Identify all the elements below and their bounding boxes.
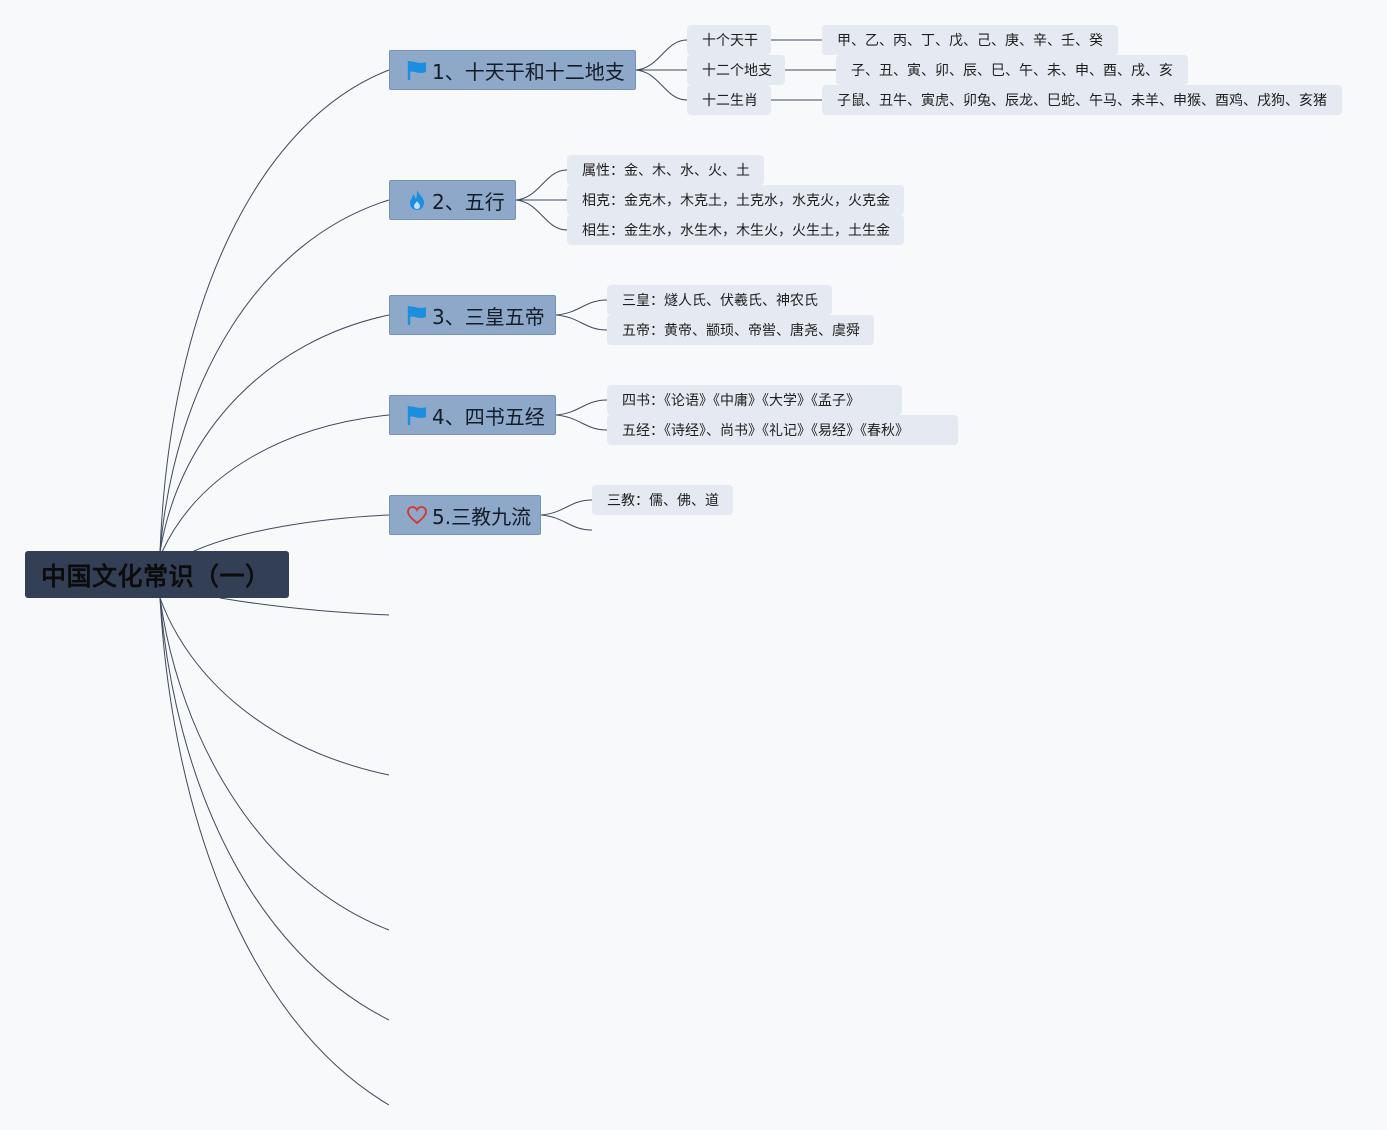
branch-sanhuang[interactable]: 3、三皇五帝 xyxy=(389,295,556,335)
subtopic-shuxing-label: 属性：金、木、水、火、土 xyxy=(582,163,750,179)
heart-icon xyxy=(406,504,428,526)
subtopic-shengxiao[interactable]: 十二生肖 xyxy=(687,85,771,115)
connector-root-empty-4 xyxy=(159,597,390,1021)
flag-icon xyxy=(406,304,428,326)
branch-sanjiao[interactable]: 5.三教九流 xyxy=(389,495,541,535)
subtopic-shengxiao-items-label: 子鼠、丑牛、寅虎、卯兔、辰龙、巳蛇、午马、未羊、申猴、酉鸡、戌狗、亥猪 xyxy=(837,93,1327,109)
subtopic-tiangan[interactable]: 十个天干 xyxy=(687,25,771,55)
subtopic-sanjiao[interactable]: 三教：儒、佛、道 xyxy=(592,485,733,515)
flag-icon xyxy=(406,404,428,426)
branch-wuxing[interactable]: 2、五行 xyxy=(389,180,516,220)
connector-root-empty-3 xyxy=(159,597,390,931)
subtopic-xiangke[interactable]: 相克：金克木，木克土，土克水，水克火，火克金 xyxy=(567,185,904,215)
connector-root-branch-5 xyxy=(191,514,390,553)
subtopic-tiangan-items-label: 甲、乙、丙、丁、戊、己、庚、辛、壬、癸 xyxy=(837,33,1103,49)
connector-root-branch-1 xyxy=(159,69,390,553)
connector-root-branch-2 xyxy=(159,199,390,553)
subtopic-shengxiao-items[interactable]: 子鼠、丑牛、寅虎、卯兔、辰龙、巳蛇、午马、未羊、申猴、酉鸡、戌狗、亥猪 xyxy=(822,85,1342,115)
connector-root-branch-4 xyxy=(161,414,390,553)
subtopic-xiangsheng-label: 相生：金生水，水生木，木生火，火生土，土生金 xyxy=(582,223,890,239)
branch-sishu-label: 4、四书五经 xyxy=(432,404,545,429)
subtopic-sishu-label: 四书：《论语》《中庸》《大学》《孟子》 xyxy=(622,393,860,409)
branch-ganzhi[interactable]: 1、十天干和十二地支 xyxy=(389,50,636,90)
root-topic[interactable]: 中国文化常识（一） xyxy=(25,551,289,598)
subtopic-sanhuang-label: 三皇：燧人氏、伏羲氏、神农氏 xyxy=(622,293,818,309)
connector-b4-leaf-1 xyxy=(555,399,608,416)
branch-sanhuang-label: 3、三皇五帝 xyxy=(432,304,545,329)
subtopic-sanhuang[interactable]: 三皇：燧人氏、伏羲氏、神农氏 xyxy=(607,285,832,315)
branch-ganzhi-label: 1、十天干和十二地支 xyxy=(432,59,625,84)
root-topic-label: 中国文化常识（一） xyxy=(41,561,271,591)
connector-b2-leaf-3 xyxy=(515,199,568,231)
subtopic-dizhi[interactable]: 十二个地支 xyxy=(687,55,785,85)
subtopic-tiangan-label: 十个天干 xyxy=(702,33,758,49)
subtopic-shengxiao-label: 十二生肖 xyxy=(702,93,758,109)
fire-icon xyxy=(406,189,428,211)
connector-b4-leaf-2 xyxy=(555,414,608,431)
connector-b5-leaf-2 xyxy=(540,514,593,531)
subtopic-dizhi-items[interactable]: 子、丑、寅、卯、辰、巳、午、未、申、酉、戌、亥 xyxy=(836,55,1188,85)
subtopic-dizhi-label: 十二个地支 xyxy=(702,63,772,79)
connector-root-empty-2 xyxy=(159,597,390,776)
flag-icon xyxy=(406,59,428,81)
branch-wuxing-label: 2、五行 xyxy=(432,189,505,214)
connector-b5-leaf-1 xyxy=(540,499,593,516)
subtopic-wudi-label: 五帝：黄帝、颛顼、帝喾、唐尧、虞舜 xyxy=(622,323,860,339)
subtopic-wujing-label: 五经：《诗经》、尚书》《礼记》《易经》《春秋》 xyxy=(622,423,909,439)
subtopic-wudi[interactable]: 五帝：黄帝、颛顼、帝喾、唐尧、虞舜 xyxy=(607,315,874,345)
connector-b2-leaf-1 xyxy=(515,169,568,201)
connector-b3-leaf-1 xyxy=(555,299,608,316)
branch-sanjiao-label: 5.三教九流 xyxy=(432,504,532,529)
subtopic-tiangan-items[interactable]: 甲、乙、丙、丁、戊、己、庚、辛、壬、癸 xyxy=(822,25,1118,55)
connector-b1-leaf-3 xyxy=(635,69,688,101)
subtopic-sishu[interactable]: 四书：《论语》《中庸》《大学》《孟子》 xyxy=(607,385,902,415)
subtopic-dizhi-items-label: 子、丑、寅、卯、辰、巳、午、未、申、酉、戌、亥 xyxy=(851,63,1173,79)
connector-b3-leaf-2 xyxy=(555,314,608,331)
connector-b1-leaf-1 xyxy=(635,39,688,71)
connector-root-empty-1 xyxy=(219,597,390,616)
subtopic-xiangsheng[interactable]: 相生：金生水，水生木，木生火，火生土，土生金 xyxy=(567,215,904,245)
subtopic-wujing[interactable]: 五经：《诗经》、尚书》《礼记》《易经》《春秋》 xyxy=(607,415,958,445)
connector-root-branch-3 xyxy=(159,314,390,553)
subtopic-xiangke-label: 相克：金克木，木克土，土克水，水克火，火克金 xyxy=(582,193,890,209)
subtopic-shuxing[interactable]: 属性：金、木、水、火、土 xyxy=(567,155,764,185)
branch-sishu[interactable]: 4、四书五经 xyxy=(389,395,556,435)
connector-root-empty-5 xyxy=(159,597,390,1106)
subtopic-sanjiao-label: 三教：儒、佛、道 xyxy=(607,493,719,509)
